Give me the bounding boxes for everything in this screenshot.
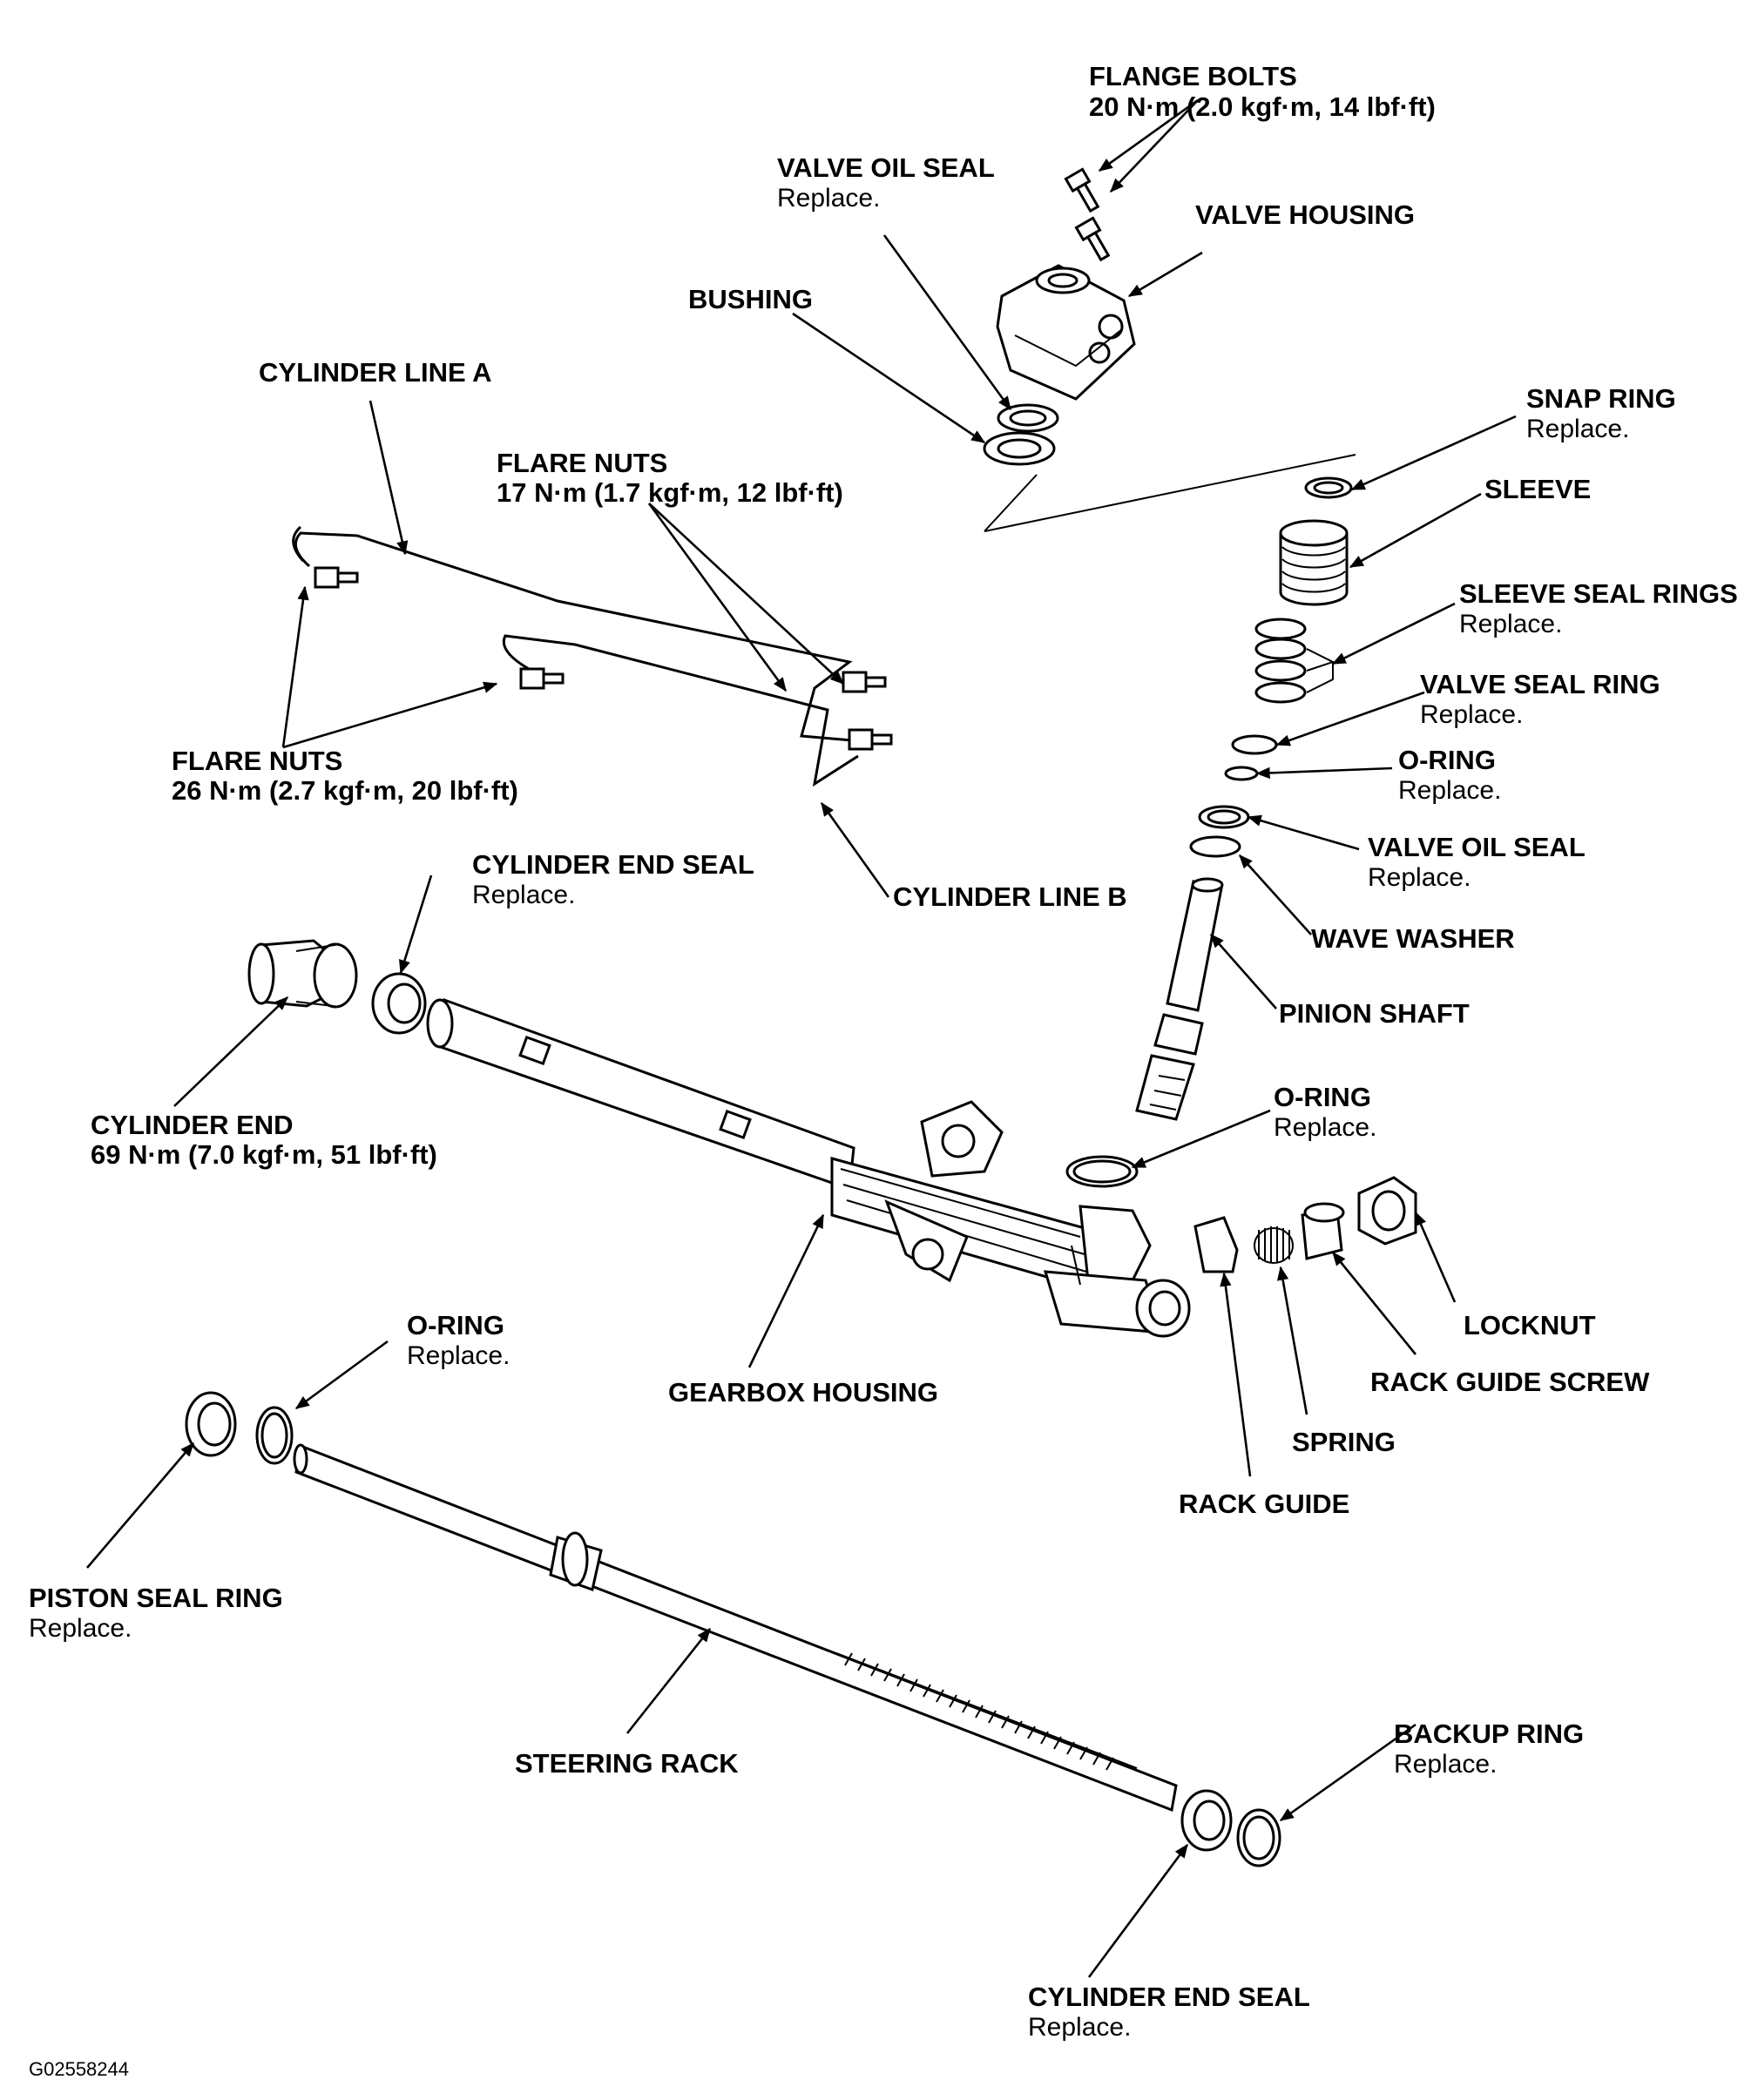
figure-reference-code: G02558244 [29, 2058, 129, 2080]
label-valve-oil-seal-lower-title: VALVE OIL SEAL [1368, 832, 1586, 862]
valve-oil-seal-upper [997, 403, 1059, 433]
label-o-ring-rack-note: Replace. [407, 1341, 510, 1370]
label-snap-ring-title: SNAP RING [1526, 383, 1676, 414]
label-o-ring-housing-title: O-RING [1274, 1082, 1371, 1112]
labels: FLANGE BOLTS 20 N·m (2.0 kgf·m, 14 lbf·f… [29, 61, 1738, 2080]
leader-lines [86, 98, 1517, 1978]
label-wave-washer: WAVE WASHER [1311, 923, 1515, 954]
label-o-ring-housing-note: Replace. [1274, 1113, 1376, 1142]
o-ring-pinion [1224, 766, 1259, 781]
assembly-reference-line [984, 454, 1356, 532]
cylinder-end [247, 939, 358, 1009]
cylinder-line-a [292, 525, 853, 742]
cylinder-line-b [503, 634, 859, 787]
label-rack-guide-screw: RACK GUIDE SCREW [1370, 1367, 1650, 1397]
label-cylinder-end-title: CYLINDER END [91, 1110, 294, 1140]
label-cylinder-end-seal-upper-title: CYLINDER END SEAL [472, 849, 754, 880]
label-flare-nuts-upper-title: FLARE NUTS [497, 448, 667, 478]
label-valve-housing: VALVE HOUSING [1195, 199, 1415, 230]
label-sleeve: SLEEVE [1484, 474, 1591, 504]
label-backup-ring-note: Replace. [1394, 1750, 1497, 1779]
label-flange-bolts-spec: 20 N·m (2.0 kgf·m, 14 lbf·ft) [1089, 91, 1436, 122]
label-valve-oil-seal-top-title: VALVE OIL SEAL [777, 152, 995, 183]
rack-guide-screw [1301, 1202, 1345, 1260]
pinion-shaft [1135, 877, 1224, 1121]
label-flange-bolts-title: FLANGE BOLTS [1089, 61, 1297, 91]
label-valve-oil-seal-lower-note: Replace. [1368, 863, 1471, 892]
wave-washer [1189, 835, 1241, 858]
label-valve-seal-ring-note: Replace. [1420, 700, 1523, 729]
label-backup-ring-title: BACKUP RING [1394, 1718, 1584, 1749]
steering-rack [293, 1443, 1178, 1813]
snap-ring [1304, 476, 1353, 499]
label-cylinder-end-spec: 69 N·m (7.0 kgf·m, 51 lbf·ft) [91, 1139, 437, 1170]
label-cylinder-line-a: CYLINDER LINE A [259, 357, 492, 388]
label-cylinder-end-seal-lower-title: CYLINDER END SEAL [1028, 1982, 1310, 2012]
label-flare-nuts-upper-spec: 17 N·m (1.7 kgf·m, 12 lbf·ft) [497, 477, 843, 508]
gearbox-housing [426, 997, 1191, 1338]
o-ring-rack [255, 1406, 294, 1465]
sleeve [1279, 519, 1349, 606]
label-valve-oil-seal-top-note: Replace. [777, 184, 880, 213]
label-o-ring-pinion-note: Replace. [1398, 776, 1501, 805]
label-spring: SPRING [1292, 1427, 1396, 1457]
o-ring-housing [1065, 1155, 1139, 1188]
label-cylinder-end-seal-lower-note: Replace. [1028, 2013, 1131, 2042]
valve-oil-seal-lower [1198, 805, 1250, 829]
flare-nuts-upper [842, 671, 893, 751]
sleeve-seal-rings [1254, 618, 1335, 704]
cylinder-end-seal-upper [371, 972, 427, 1035]
label-flare-nuts-lower-title: FLARE NUTS [172, 746, 342, 776]
cylinder-end-seal-lower [1180, 1789, 1233, 1852]
label-snap-ring-note: Replace. [1526, 415, 1629, 443]
backup-ring [1236, 1808, 1281, 1867]
label-rack-guide: RACK GUIDE [1179, 1489, 1349, 1519]
flange-bolts [1064, 167, 1111, 262]
flare-nuts-lower [314, 566, 565, 690]
label-cylinder-line-b: CYLINDER LINE B [893, 881, 1127, 912]
valve-housing [996, 264, 1136, 401]
bushing [983, 431, 1056, 466]
label-flare-nuts-lower-spec: 26 N·m (2.7 kgf·m, 20 lbf·ft) [172, 775, 518, 806]
spring [1254, 1226, 1294, 1264]
piston-seal-ring [185, 1391, 237, 1457]
label-steering-rack: STEERING RACK [515, 1748, 739, 1779]
locknut [1357, 1176, 1417, 1246]
label-o-ring-rack-title: O-RING [407, 1310, 504, 1340]
label-valve-seal-ring-title: VALVE SEAL RING [1420, 669, 1660, 699]
label-o-ring-pinion-title: O-RING [1398, 745, 1496, 775]
label-locknut: LOCKNUT [1464, 1310, 1596, 1340]
rack-guide [1193, 1216, 1239, 1273]
label-cylinder-end-seal-upper-note: Replace. [472, 881, 575, 909]
valve-seal-ring [1231, 734, 1278, 755]
label-sleeve-seal-rings-title: SLEEVE SEAL RINGS [1459, 578, 1738, 609]
label-gearbox-housing: GEARBOX HOUSING [668, 1377, 938, 1408]
label-piston-seal-ring-note: Replace. [29, 1614, 132, 1643]
label-bushing: BUSHING [688, 284, 813, 314]
label-pinion-shaft: PINION SHAFT [1279, 998, 1470, 1029]
label-piston-seal-ring-title: PISTON SEAL RING [29, 1583, 283, 1613]
label-sleeve-seal-rings-note: Replace. [1459, 610, 1562, 638]
